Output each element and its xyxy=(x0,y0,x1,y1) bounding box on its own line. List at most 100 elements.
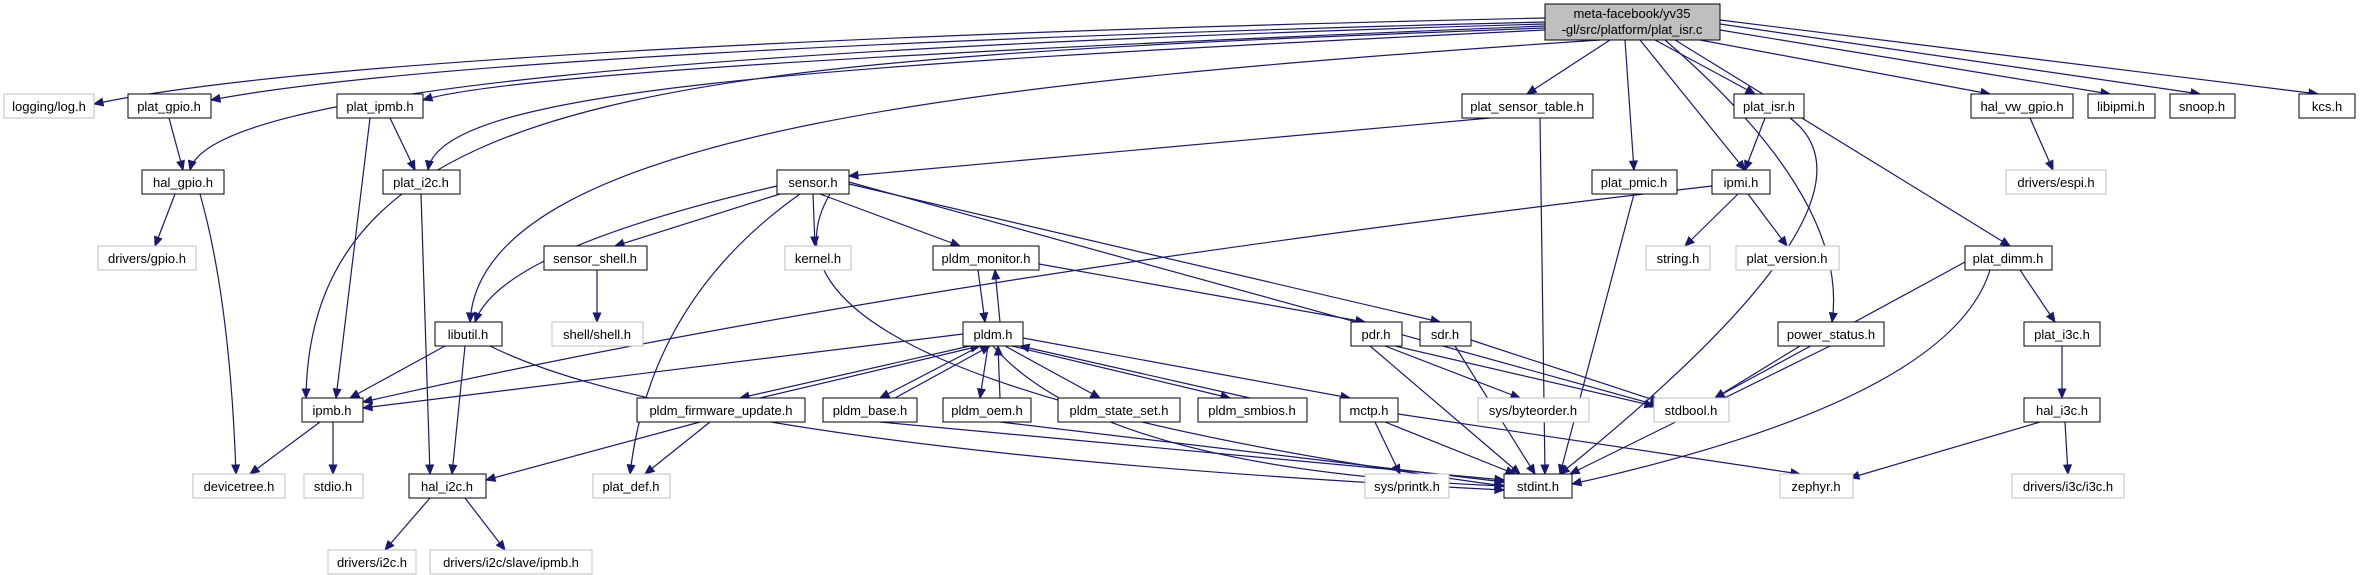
arrowhead xyxy=(231,464,241,476)
arrowhead xyxy=(643,464,656,475)
node-plat-sensor-table-h[interactable]: plat_sensor_table.h xyxy=(1461,93,1594,119)
node-plat-gpio-h[interactable]: plat_gpio.h xyxy=(127,93,212,119)
node-sensor-h[interactable]: sensor.h xyxy=(776,169,850,195)
edge-pldm-h-to-pldm-firmware-update-h xyxy=(738,345,971,401)
svg-text:stdio.h: stdio.h xyxy=(314,479,352,494)
node-pldm-smbios-h[interactable]: pldm_smbios.h xyxy=(1197,397,1308,423)
edge-ipmi-h-to-ipmb-h xyxy=(361,185,1713,405)
arrowhead xyxy=(328,464,338,476)
node-mctp-h[interactable]: mctp.h xyxy=(1339,397,1399,423)
arrowhead xyxy=(1525,85,1538,95)
arrowhead xyxy=(361,402,373,412)
svg-text:pldm_firmware_update.h: pldm_firmware_update.h xyxy=(649,403,792,418)
arrowhead xyxy=(1540,464,1550,476)
node-plat-dimm-h[interactable]: plat_dimm.h xyxy=(1964,245,2053,271)
node-libutil-h[interactable]: libutil.h xyxy=(434,321,503,347)
node-pldm-base-h[interactable]: pldm_base.h xyxy=(822,397,918,423)
edge-ipmi-h-to-string-h xyxy=(1684,193,1739,247)
node-hal-gpio-h[interactable]: hal_gpio.h xyxy=(141,169,225,195)
node-hal-i3c-h[interactable]: hal_i3c.h xyxy=(2023,397,2101,423)
edge-pldm-monitor-h-to-pdr-h xyxy=(1038,263,1367,325)
svg-text:hal_gpio.h: hal_gpio.h xyxy=(153,175,213,190)
node-plat-def-h: plat_def.h xyxy=(592,473,671,499)
arrowhead xyxy=(949,238,962,247)
arrowhead xyxy=(1509,390,1522,399)
svg-text:pldm_smbios.h: pldm_smbios.h xyxy=(1208,403,1295,418)
edge-pldm-oem-h-to-stdint-h xyxy=(999,421,1506,486)
edge-sensor-h-to-pldm-monitor-h xyxy=(819,193,962,247)
svg-text:devicetree.h: devicetree.h xyxy=(204,479,275,494)
edge-hal-i3c-h-to-zephyr-h xyxy=(1848,421,2041,480)
node-stdint-h[interactable]: stdint.h xyxy=(1503,473,1573,499)
arrowhead xyxy=(348,389,361,399)
svg-text:plat_ipmb.h: plat_ipmb.h xyxy=(346,99,413,114)
arrowhead xyxy=(2057,388,2067,400)
arrowhead xyxy=(361,395,374,405)
node-pldm-h[interactable]: pldm.h xyxy=(962,321,1024,347)
node-ipmb-h[interactable]: ipmb.h xyxy=(301,397,364,423)
node-plat-ipmb-h[interactable]: plat_ipmb.h xyxy=(336,93,424,119)
edge-hal-vw-gpio-h-to-drivers-espi-h xyxy=(2029,117,2054,172)
node-pldm-firmware-update-h[interactable]: pldm_firmware_update.h xyxy=(636,397,806,423)
node-sensor-shell-h[interactable]: sensor_shell.h xyxy=(543,245,648,271)
edge-root-to-hal-gpio-h xyxy=(187,23,1546,172)
arrowhead xyxy=(424,159,434,172)
svg-text:logging/log.h: logging/log.h xyxy=(12,99,86,114)
node-ipmi-h[interactable]: ipmi.h xyxy=(1711,169,1771,195)
svg-text:mctp.h: mctp.h xyxy=(1349,403,1388,418)
arrowhead xyxy=(421,92,434,102)
edge-sdr-h-to-stdbool-h xyxy=(1470,339,1662,404)
svg-text:drivers/i3c/i3c.h: drivers/i3c/i3c.h xyxy=(2023,479,2113,494)
node-plat-pmic-h[interactable]: plat_pmic.h xyxy=(1591,169,1678,195)
node-libipmi-h[interactable]: libipmi.h xyxy=(2087,93,2156,119)
node-pldm-state-set-h[interactable]: pldm_state_set.h xyxy=(1057,397,1181,423)
arrowhead xyxy=(979,311,989,324)
node-stdbool-h: stdbool.h xyxy=(1653,397,1730,423)
node-pldm-monitor-h[interactable]: pldm_monitor.h xyxy=(932,245,1040,271)
svg-text:plat_pmic.h: plat_pmic.h xyxy=(1601,175,1667,190)
svg-text:libutil.h: libutil.h xyxy=(448,327,488,342)
node-plat-isr-h[interactable]: plat_isr.h xyxy=(1733,93,1805,119)
node-drivers-i2c-h: drivers/i2c.h xyxy=(327,549,417,575)
edge-pldm-smbios-h-to-pldm-h xyxy=(1018,343,1251,399)
node-string-h: string.h xyxy=(1645,245,1711,271)
node-root[interactable]: meta-facebook/yv35 -gl/src/platform/plat… xyxy=(1544,3,1721,41)
edge-mctp-h-to-stdint-h xyxy=(1384,421,1517,475)
node-plat-i2c-h[interactable]: plat_i2c.h xyxy=(382,169,461,195)
arrowhead xyxy=(979,345,992,355)
node-plat-i3c-h[interactable]: plat_i3c.h xyxy=(2023,321,2101,347)
node-sdr-h[interactable]: sdr.h xyxy=(1419,321,1472,347)
svg-text:hal_vw_gpio.h: hal_vw_gpio.h xyxy=(1980,99,2063,114)
edge-pldm-h-to-mctp-h xyxy=(1022,337,1352,401)
node-pdr-h[interactable]: pdr.h xyxy=(1350,321,1403,347)
edge-root-to-ipmi-h xyxy=(1639,39,1746,171)
node-kcs-h[interactable]: kcs.h xyxy=(2298,93,2356,119)
svg-text:plat_i3c.h: plat_i3c.h xyxy=(2034,327,2090,342)
node-hal-vw-gpio-h[interactable]: hal_vw_gpio.h xyxy=(1970,93,2074,119)
arrowhead xyxy=(406,159,416,172)
node-snoop-h[interactable]: snoop.h xyxy=(2169,93,2236,119)
arrowhead xyxy=(1526,463,1536,476)
edge-pldm-oem-h-to-pldm-h xyxy=(993,344,1003,399)
node-pldm-oem-h[interactable]: pldm_oem.h xyxy=(942,397,1032,423)
edge-hal-i3c-h-to-drivers-i3c-i3c-h xyxy=(2062,421,2072,476)
arrowhead xyxy=(1735,159,1746,171)
edge-hal-gpio-h-to-devicetree-h xyxy=(199,193,241,476)
edge-pldm-firmware-update-h-to-plat-def-h xyxy=(643,421,711,475)
arrowhead xyxy=(2045,311,2056,324)
svg-text:ipmi.h: ipmi.h xyxy=(1724,175,1759,190)
node-kernel-h: kernel.h xyxy=(784,245,852,271)
arrowhead xyxy=(993,344,1003,356)
arrowhead xyxy=(301,388,311,400)
edge-root-to-libipmi-h xyxy=(1719,29,2112,97)
edge-libutil-h-to-ipmb-h xyxy=(348,345,446,399)
node-power-status-h[interactable]: power_status.h xyxy=(1777,321,1885,347)
svg-text:stdbool.h: stdbool.h xyxy=(1665,403,1718,418)
arrowhead xyxy=(976,387,986,400)
edge-mctp-h-to-sys-printk-h xyxy=(1374,421,1401,476)
node-hal-i2c-h[interactable]: hal_i2c.h xyxy=(408,473,487,499)
edge-sensor-h-to-sensor-shell-h xyxy=(613,193,781,248)
edge-root-to-kcs-h xyxy=(1719,19,2320,98)
edge-ipmi-h-to-plat-version-h xyxy=(1747,193,1788,248)
